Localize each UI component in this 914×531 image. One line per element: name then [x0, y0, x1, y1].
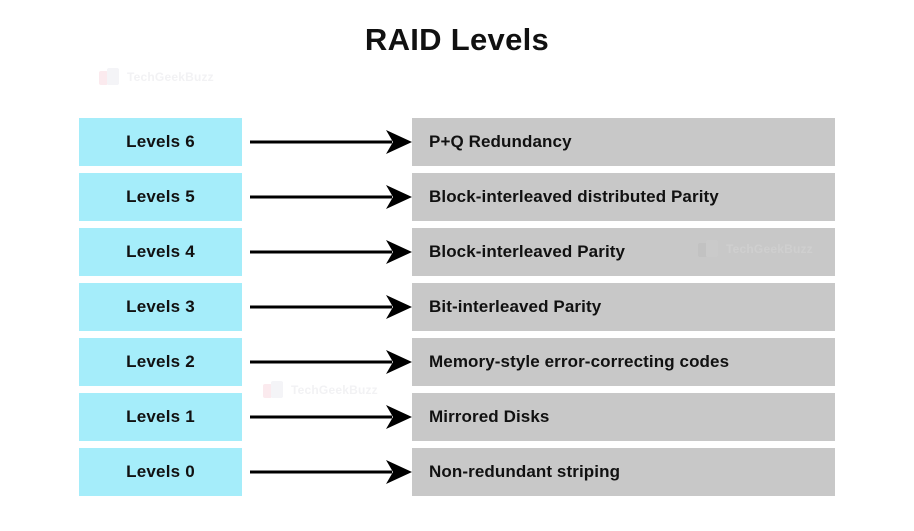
description-label: Non-redundant striping [429, 462, 621, 481]
description-box[interactable]: Block-interleaved distributed Parity [412, 173, 835, 221]
description-label: P+Q Redundancy [429, 132, 572, 151]
level-label: Levels 6 [126, 132, 195, 151]
description-box[interactable]: Block-interleaved Parity [412, 228, 835, 276]
description-label: Mirrored Disks [429, 407, 550, 426]
watermark-text: TechGeekBuzz [127, 70, 214, 84]
raid-row: Levels 2 Memory-style error-correcting co… [0, 338, 914, 386]
raid-row: Levels 6 P+Q Redundancy [0, 118, 914, 166]
level-label: Levels 1 [126, 407, 195, 426]
description-box[interactable]: Non-redundant striping [412, 448, 835, 496]
watermark: TechGeekBuzz [98, 66, 214, 88]
right-arrow-icon [250, 338, 412, 386]
level-label: Levels 0 [126, 462, 195, 481]
raid-row: Levels 1 Mirrored Disks [0, 393, 914, 441]
level-box[interactable]: Levels 1 [79, 393, 242, 441]
page-title: RAID Levels [364, 22, 550, 57]
level-box[interactable]: Levels 4 [79, 228, 242, 276]
description-label: Memory-style error-correcting codes [429, 352, 730, 371]
raid-row: Levels 0 Non-redundant striping [0, 448, 914, 496]
description-label: Bit-interleaved Parity [429, 297, 602, 316]
raid-row: Levels 3 Bit-interleaved Parity [0, 283, 914, 331]
right-arrow-icon [250, 448, 412, 496]
description-box[interactable]: Memory-style error-correcting codes [412, 338, 835, 386]
level-label: Levels 5 [126, 187, 195, 206]
raid-row: Levels 4 Block-interleaved Parity [0, 228, 914, 276]
raid-row: Levels 5 Block-interleaved distributed Pa… [0, 173, 914, 221]
techgeekbuzz-logo-icon [98, 66, 120, 88]
level-box[interactable]: Levels 2 [79, 338, 242, 386]
level-box[interactable]: Levels 6 [79, 118, 242, 166]
right-arrow-icon [250, 118, 412, 166]
level-label: Levels 4 [126, 242, 195, 261]
level-label: Levels 2 [126, 352, 195, 371]
right-arrow-icon [250, 393, 412, 441]
level-box[interactable]: Levels 5 [79, 173, 242, 221]
description-label: Block-interleaved Parity [429, 242, 626, 261]
description-box[interactable]: P+Q Redundancy [412, 118, 835, 166]
level-label: Levels 3 [126, 297, 195, 316]
right-arrow-icon [250, 173, 412, 221]
description-box[interactable]: Mirrored Disks [412, 393, 835, 441]
right-arrow-icon [250, 283, 412, 331]
description-label: Block-interleaved distributed Parity [429, 187, 719, 206]
level-box[interactable]: Levels 3 [79, 283, 242, 331]
right-arrow-icon [250, 228, 412, 276]
level-box[interactable]: Levels 0 [79, 448, 242, 496]
description-box[interactable]: Bit-interleaved Parity [412, 283, 835, 331]
